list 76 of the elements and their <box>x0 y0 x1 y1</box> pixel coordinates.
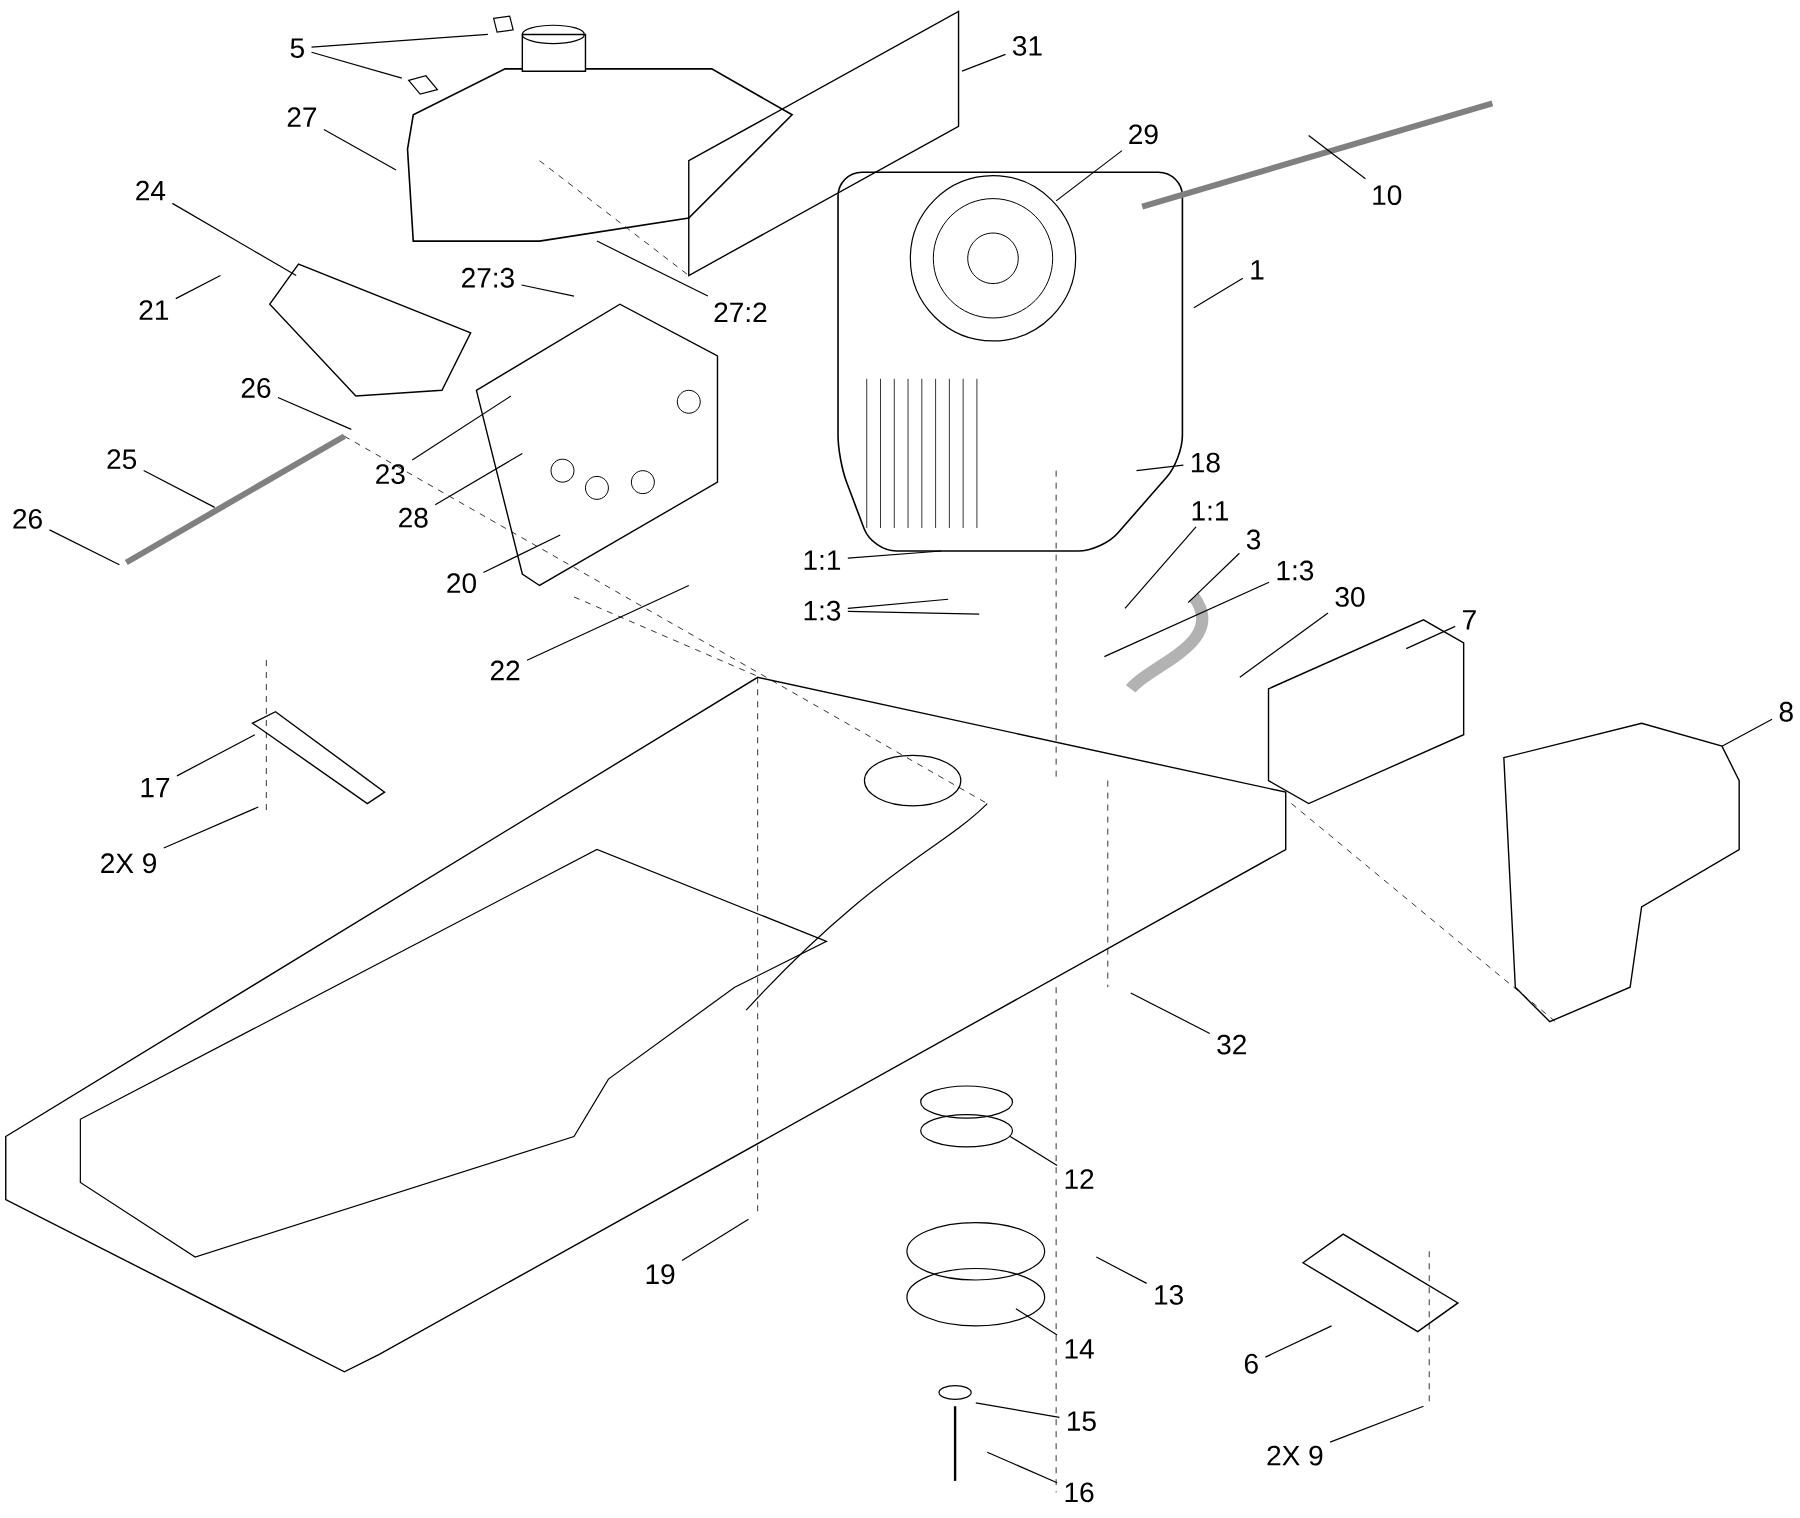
leader-line <box>176 734 256 777</box>
leader-line <box>1103 581 1270 658</box>
callout-number: 8 <box>1779 702 1793 722</box>
callout-number: 27:3 <box>462 268 514 288</box>
leader-line <box>1329 1405 1425 1443</box>
leader-line <box>847 598 949 610</box>
callout-number: 3 <box>1246 529 1261 550</box>
callout-number: 1:1 <box>1192 501 1229 521</box>
leader-line <box>1264 1325 1333 1358</box>
callout-number: 23 <box>376 464 405 485</box>
leader-line <box>1124 526 1197 610</box>
callout-number: 26 <box>13 509 42 529</box>
leader-line <box>1187 552 1240 604</box>
callout-number: 15 <box>1067 1411 1096 1432</box>
callout-number: 16 <box>1065 1482 1094 1503</box>
leader-line <box>323 129 397 171</box>
callout-number: 2X 9 <box>101 853 156 874</box>
leader-line <box>163 806 259 849</box>
callout-number: 6 <box>1244 1354 1258 1374</box>
callout-number: 21 <box>139 300 169 320</box>
callout-number: 10 <box>1373 185 1402 206</box>
leader-line <box>1095 1256 1148 1285</box>
leader-line <box>961 54 1007 72</box>
leader-line <box>1308 135 1367 180</box>
leader-line <box>482 534 561 574</box>
leader-line <box>1135 464 1184 472</box>
callout-number: 1:1 <box>804 550 841 571</box>
leader-line <box>596 240 709 297</box>
callout-number: 12 <box>1065 1169 1094 1189</box>
callout-number: 28 <box>399 508 428 528</box>
leader-line <box>1239 612 1329 679</box>
callout-number: 25 <box>107 449 137 470</box>
callout-number: 1:3 <box>804 601 841 621</box>
leader-line <box>681 1218 750 1262</box>
leader-line <box>1130 992 1211 1035</box>
leader-line <box>411 395 512 461</box>
leader-line <box>48 529 120 566</box>
callout-number: 32 <box>1217 1034 1246 1055</box>
leader-line <box>526 585 690 662</box>
leader-line <box>1405 625 1456 650</box>
leader-line <box>847 610 980 615</box>
callout-number: 22 <box>490 660 520 681</box>
leader-line <box>310 34 489 48</box>
callout-number: 19 <box>646 1264 675 1285</box>
callout-number: 7 <box>1463 610 1476 630</box>
callout-number: 1:3 <box>1277 560 1314 581</box>
leader-line <box>175 275 221 300</box>
leader-line <box>1721 718 1773 747</box>
leader-line <box>975 1402 1060 1419</box>
callout-number: 27 <box>287 107 317 128</box>
callout-number: 24 <box>136 180 166 201</box>
callout-number: 5 <box>290 38 304 59</box>
callout-number: 1 <box>1251 260 1264 280</box>
leader-line <box>1009 1136 1058 1167</box>
callout-number: 20 <box>447 573 476 594</box>
leader-line <box>1015 1308 1058 1336</box>
leader-line <box>1055 150 1123 202</box>
callout-number: 17 <box>141 778 170 798</box>
callout-number: 18 <box>1191 452 1220 473</box>
leader-line <box>986 1451 1058 1484</box>
leader-line <box>277 397 352 431</box>
leader-line <box>1193 277 1244 309</box>
callout-number: 27:2 <box>714 302 767 323</box>
callout-number: 30 <box>1335 587 1365 608</box>
callout-number: 13 <box>1155 1285 1183 1306</box>
leader-line <box>520 284 575 297</box>
leader-line <box>171 202 297 277</box>
leader-line <box>310 51 403 79</box>
leader-line <box>434 453 523 506</box>
callout-number: 31 <box>1012 36 1042 57</box>
leader-line <box>847 550 942 559</box>
callout-number: 29 <box>1129 124 1158 145</box>
leader-line <box>143 470 216 509</box>
callout-number: 26 <box>241 378 271 399</box>
callout-number: 14 <box>1065 1339 1094 1359</box>
callout-number: 2X 9 <box>1267 1445 1323 1466</box>
